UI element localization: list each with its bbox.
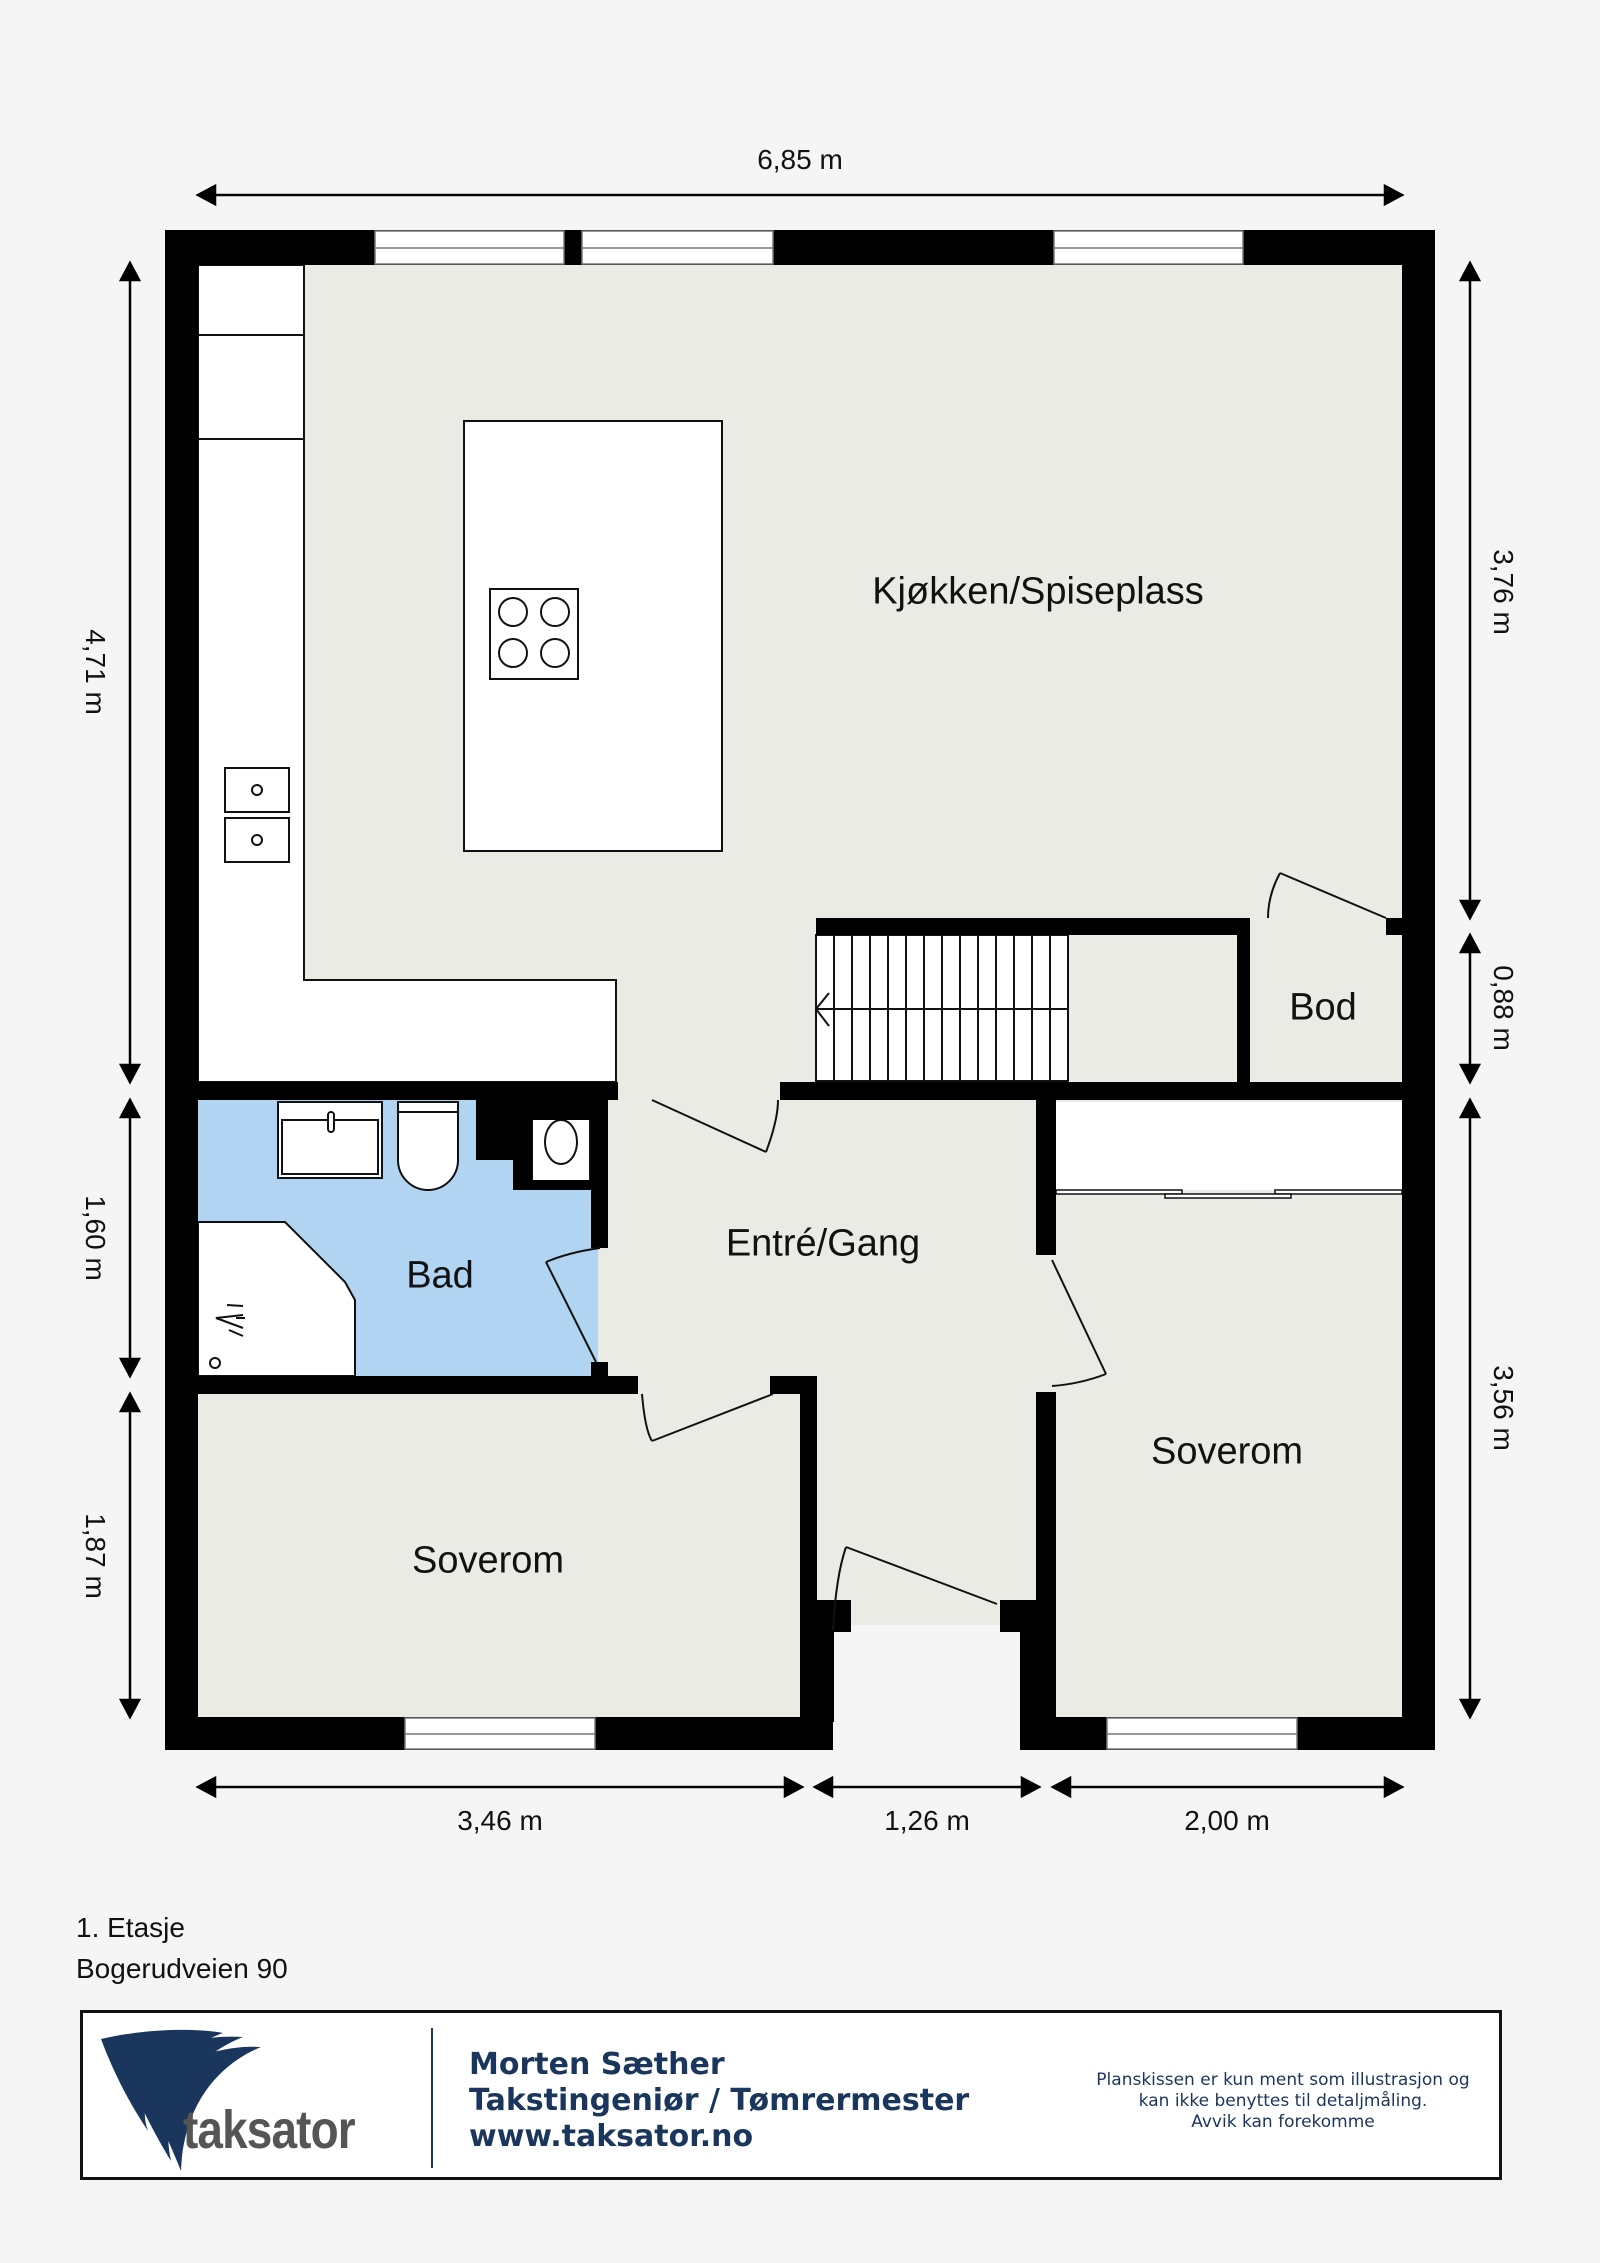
disclaimer-line: kan ikke benyttes til detaljmåling. <box>1138 2091 1428 2111</box>
room-label-kitchen: Kjøkken/Spiseplass <box>872 570 1204 613</box>
room-label-hallway: Entré/Gang <box>725 1222 921 1265</box>
dim-left-upper: 4,71 m <box>80 629 111 715</box>
staircase <box>814 934 1069 1082</box>
room-label-bedroom-left: Soverom <box>411 1539 565 1582</box>
toilet <box>397 1101 459 1191</box>
dim-right-lower: 3,56 m <box>1488 1365 1519 1451</box>
dim-bottom-right: 2,00 m <box>1184 1805 1270 1836</box>
dim-right-middle: 0,88 m <box>1488 965 1519 1051</box>
dim-left-middle: 1,60 m <box>80 1195 111 1281</box>
room-label-bedroom-right: Soverom <box>1150 1430 1304 1473</box>
dim-right-upper: 3,76 m <box>1488 549 1519 635</box>
sink-1 <box>224 767 290 813</box>
footer-banner: taksator Morten Sæther Takstingeniør / T… <box>80 2010 1502 2180</box>
footer-divider <box>431 2028 433 2168</box>
disclaimer-line: Planskissen er kun ment som illustrasjon… <box>1096 2070 1470 2090</box>
floor-label: 1. Etasje <box>76 1912 185 1943</box>
taksator-logo-icon <box>101 2029 261 2171</box>
address: Bogerudveien 90 <box>76 1953 288 1984</box>
floor-plan <box>118 183 1482 1799</box>
contact-website[interactable]: www.taksator.no <box>469 2119 754 2154</box>
dim-bottom-left: 3,46 m <box>457 1805 543 1836</box>
dimension-lines <box>118 183 1482 1799</box>
wardrobe <box>1055 1102 1403 1199</box>
doors <box>545 872 1387 1631</box>
logo-text: taksator <box>183 2100 356 2160</box>
contact-title: Takstingeniør / Tømrermester <box>469 2083 970 2118</box>
entry-step <box>820 1625 1020 1750</box>
windows <box>374 230 1298 1750</box>
disclaimer-line: Avvik kan forekomme <box>1191 2112 1375 2132</box>
dim-left-lower: 1,87 m <box>80 1513 111 1599</box>
room-label-storage: Bod <box>1289 986 1357 1029</box>
disclaimer: Planskissen er kun ment som illustrasjon… <box>1073 2070 1493 2133</box>
dim-top-total: 6,85 m <box>757 144 843 175</box>
room-label-bathroom: Bad <box>406 1254 474 1297</box>
dim-bottom-middle: 1,26 m <box>884 1805 970 1836</box>
contact-name: Morten Sæther <box>469 2047 725 2082</box>
kitchen-counters <box>197 264 723 1083</box>
bathroom-fixtures <box>197 1101 591 1377</box>
